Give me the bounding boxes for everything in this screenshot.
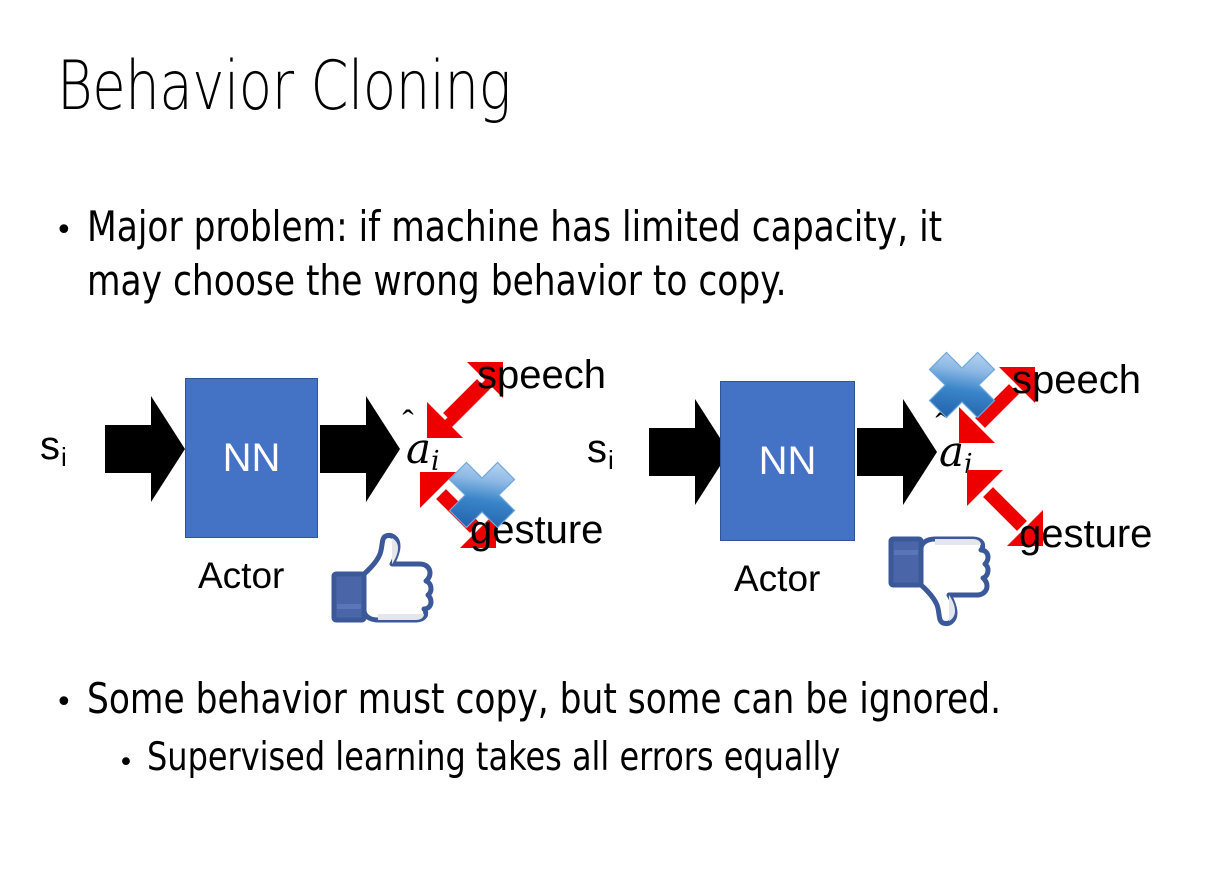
bullet-text: Supervised learning takes all errors equ… (146, 735, 841, 780)
nn-model-label: NN (222, 436, 281, 480)
flow-arrow-out-icon (857, 396, 937, 508)
output-action-symbol: a (406, 424, 432, 473)
bullet-text: Major problem: if machine has limited ca… (86, 202, 942, 305)
bullet-major-problem: • Major problem: if machine has limited … (55, 200, 1145, 308)
bullet-marker-icon: • (118, 747, 134, 778)
speech-branch-label: speech (477, 353, 606, 397)
output-action-subscript: i (431, 445, 440, 477)
bullet-text: Some behavior must copy, but some can be… (86, 674, 1001, 723)
thumbs-up-icon (320, 530, 440, 630)
speech-branch-arrow-icon (415, 350, 515, 450)
input-state-label: si (587, 427, 614, 476)
flow-arrow-in-icon (105, 393, 185, 505)
page-title: Behavior Cloning (57, 47, 511, 126)
model-caption-actor: Actor (734, 558, 821, 599)
bullet-marker-icon: • (55, 213, 73, 248)
flow-arrow-out-icon (320, 393, 400, 505)
bullet-some-behavior: • Some behavior must copy, but some can … (55, 672, 1175, 726)
nn-model-box: NN (185, 378, 318, 538)
input-state-subscript: i (61, 442, 67, 473)
nn-model-box: NN (720, 381, 855, 541)
bullet-supervised-learning: • Supervised learning takes all errors e… (118, 733, 1178, 783)
model-caption-actor: Actor (198, 555, 285, 596)
cross-mark-icon (922, 345, 1002, 425)
cross-mark-icon (442, 455, 522, 535)
bullet-marker-icon: • (55, 685, 73, 720)
gesture-branch-label: gesture (1019, 512, 1153, 556)
thumbs-down-icon (877, 524, 997, 629)
input-state-symbol: s (587, 427, 607, 471)
input-state-subscript: i (608, 445, 614, 476)
output-action-label: ̂ ai (406, 424, 440, 477)
input-state-symbol: s (40, 424, 60, 468)
nn-model-label: NN (758, 439, 817, 483)
input-state-label: si (40, 424, 67, 473)
speech-branch-label: speech (1012, 358, 1141, 402)
diagram-left-actor-correct-gesture: si NN Actor ̂ ai (10, 340, 610, 640)
gesture-branch-arrow-icon (955, 458, 1055, 558)
output-action-subscript: i (964, 448, 973, 480)
speech-branch-arrow-icon (947, 355, 1047, 455)
diagram-right-actor-wrong-speech: si NN Actor ̂ ai (557, 340, 1157, 640)
flow-arrow-in-icon (649, 396, 729, 508)
